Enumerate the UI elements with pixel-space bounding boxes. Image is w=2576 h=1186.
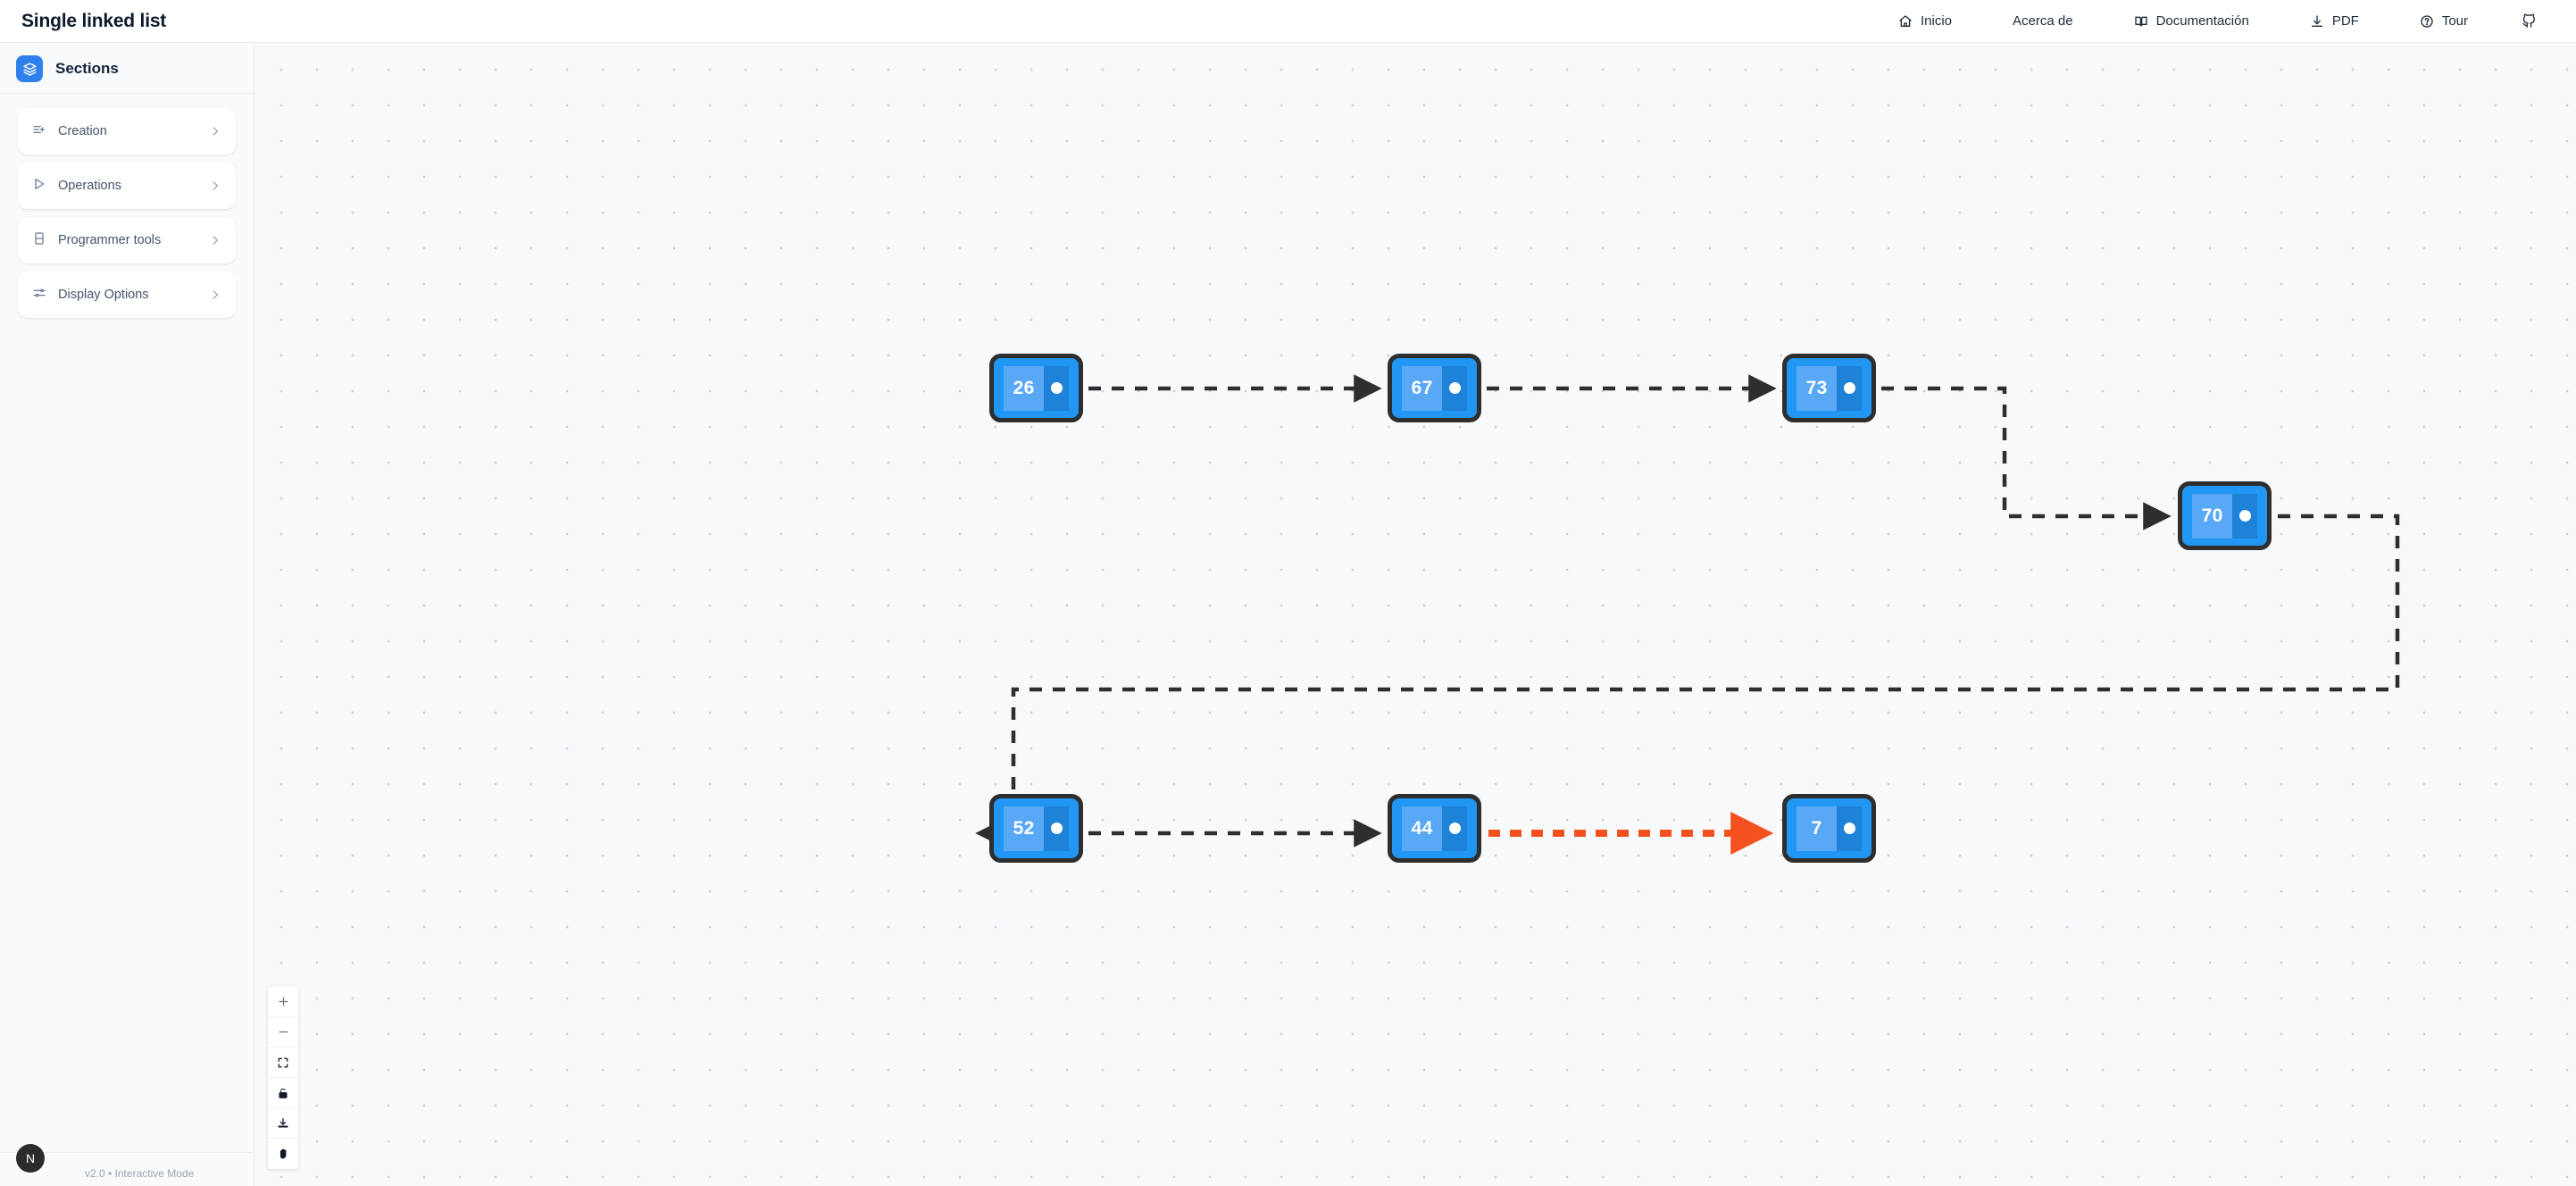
sidebar-menu: Creation Operations Programmer too [0, 94, 254, 318]
chevron-right-icon [209, 180, 221, 192]
edge-73-70[interactable] [1881, 386, 2172, 530]
nav-label: Inicio [1921, 13, 1953, 29]
node-value: 26 [1004, 365, 1045, 411]
node-cells: 52 [1004, 806, 1070, 851]
node-value: 44 [1402, 806, 1443, 851]
nav-item-pdf[interactable]: PDF [2280, 0, 2389, 43]
node-pointer-cell [1442, 806, 1468, 851]
home-icon [1898, 14, 1913, 29]
sliders-icon [32, 286, 46, 305]
node-cells: 44 [1402, 806, 1468, 851]
edge-70-52-line[interactable] [975, 514, 2400, 848]
pointer-dot-icon [1843, 382, 1855, 394]
download-button[interactable] [268, 1108, 298, 1139]
nav-item-github[interactable] [2498, 0, 2553, 43]
node-cells: 67 [1402, 365, 1468, 411]
avatar-initial: N [25, 1151, 36, 1165]
chevron-right-icon [209, 288, 221, 301]
node-cells: 26 [1004, 365, 1070, 411]
list-plus-icon [32, 122, 46, 141]
nav-item-documentacion[interactable]: Documentación [2104, 0, 2280, 43]
sidebar-item-label: Display Options [58, 288, 149, 302]
zoom-in-button[interactable] [268, 987, 298, 1017]
sidebar-header: Sections [0, 54, 254, 94]
nav-item-acerca-de[interactable]: Acerca de [1982, 0, 2104, 43]
node-cells: 70 [2192, 493, 2258, 539]
canvas-controls [268, 987, 298, 1169]
edge-70-52[interactable] [1018, 43, 2397, 690]
github-icon [2522, 13, 2537, 29]
node-value: 67 [1402, 365, 1443, 411]
flow-canvas[interactable]: 26 67 73 70 52 44 [254, 43, 2576, 1186]
fit-view-button[interactable] [268, 1048, 298, 1078]
pointer-dot-icon [1843, 823, 1855, 834]
database-icon [32, 231, 46, 250]
version-status-text: v2.0 • Interactive Mode [85, 1167, 195, 1180]
list-node[interactable]: 44 [1388, 794, 1481, 863]
list-node[interactable]: 70 [2178, 481, 2272, 550]
pan-tool-button[interactable] [268, 1139, 298, 1169]
sidebar-item-label: Operations [58, 179, 121, 193]
node-value: 52 [1004, 806, 1045, 851]
list-node[interactable]: 26 [989, 354, 1083, 422]
sidebar-item-creation[interactable]: Creation [18, 108, 236, 155]
nav-item-tour[interactable]: Tour [2389, 0, 2498, 43]
sidebar-item-label: Creation [58, 124, 107, 138]
chevron-right-icon [209, 125, 221, 138]
node-value: 70 [2192, 493, 2233, 539]
pointer-dot-icon [1448, 382, 1461, 394]
sidebar: Sections Creation Operations [0, 43, 254, 1186]
list-node[interactable]: 52 [989, 794, 1083, 863]
nav-item-inicio[interactable]: Inicio [1868, 0, 1982, 43]
download-icon [2310, 14, 2324, 29]
top-header-bar: Single linked list Inicio Acerca de Docu… [0, 0, 2576, 43]
node-cells: 7 [1797, 806, 1863, 851]
node-pointer-cell [2232, 493, 2258, 539]
node-pointer-cell [1044, 365, 1070, 411]
list-node[interactable]: 73 [1782, 354, 1876, 422]
node-value: 7 [1797, 806, 1838, 851]
sidebar-divider [0, 1152, 254, 1153]
play-icon [32, 177, 46, 196]
node-pointer-cell [1837, 806, 1863, 851]
sidebar-title: Sections [55, 60, 119, 77]
nav-label: Documentación [2155, 13, 2249, 29]
pointer-dot-icon [1448, 823, 1461, 834]
node-cells: 73 [1797, 365, 1863, 411]
pointer-dot-icon [1050, 382, 1063, 394]
nav-label: PDF [2331, 13, 2359, 29]
page-title: Single linked list [21, 10, 167, 31]
pointer-dot-icon [1050, 823, 1063, 834]
avatar[interactable]: N [16, 1144, 45, 1173]
nav-label: Tour [2441, 13, 2468, 29]
layers-icon [16, 55, 43, 82]
pointer-dot-icon [2238, 510, 2251, 522]
lock-button[interactable] [268, 1078, 298, 1108]
edges-layer [975, 43, 2400, 855]
node-pointer-cell [1837, 365, 1863, 411]
node-pointer-cell [1442, 365, 1468, 411]
list-node[interactable]: 67 [1388, 354, 1481, 422]
book-icon [2134, 14, 2148, 29]
node-pointer-cell [1044, 806, 1070, 851]
sidebar-item-programmer-tools[interactable]: Programmer tools [18, 217, 236, 263]
sidebar-item-operations[interactable]: Operations [18, 163, 236, 209]
sidebar-item-display-options[interactable]: Display Options [18, 271, 236, 318]
zoom-out-button[interactable] [268, 1017, 298, 1048]
chevron-right-icon [209, 234, 221, 246]
list-node[interactable]: 7 [1782, 794, 1876, 863]
node-value: 73 [1797, 365, 1838, 411]
sidebar-item-label: Programmer tools [58, 233, 162, 247]
top-navigation: Inicio Acerca de Documentación PDF [1868, 0, 2553, 43]
nav-label: Acerca de [2013, 13, 2073, 29]
help-circle-icon [2420, 14, 2434, 29]
